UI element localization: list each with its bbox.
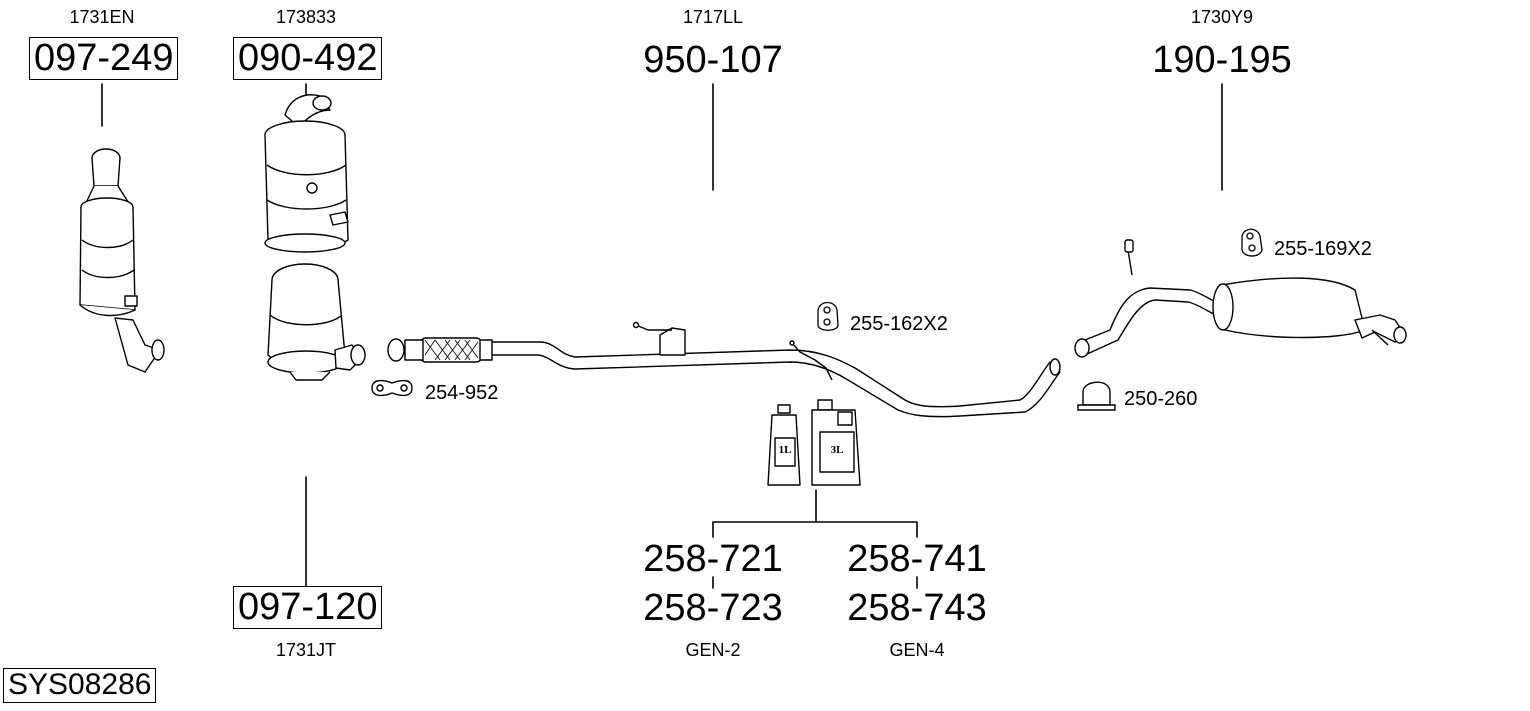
leader-fluids: [712, 489, 918, 538]
fluid-bottle-small-drawing: [767, 404, 801, 486]
oe-number-rear: 1730Y9: [1190, 7, 1254, 27]
fluid-bottle-large-drawing: [811, 399, 861, 486]
rear-silencer-drawing: [1074, 239, 1407, 358]
gasket-254-952-drawing: [371, 379, 413, 397]
clamp-250-260-drawing: [1077, 381, 1116, 411]
middle-pipe-drawing: [387, 321, 1061, 418]
accessory-hanger-rear[interactable]: 255-169X2: [1274, 238, 1372, 260]
part-number-cat2[interactable]: 090-492: [233, 37, 383, 80]
bottle-small-label: 1L: [778, 444, 792, 456]
fluid-number-gen2-b[interactable]: 258-723: [643, 587, 783, 629]
hanger-255-169-drawing: [1241, 228, 1263, 257]
part-number-mid[interactable]: 950-107: [643, 39, 783, 81]
particulate-filter-drawing: [267, 263, 366, 381]
accessory-gasket[interactable]: 254-952: [425, 382, 499, 404]
catalytic-converter-2-drawing: [264, 94, 349, 253]
fluid-gen2-label: GEN-2: [685, 640, 741, 660]
accessory-clamp[interactable]: 250-260: [1124, 388, 1198, 410]
fluid-number-gen4-a[interactable]: 258-741: [847, 538, 987, 580]
fluid-number-gen2-a[interactable]: 258-721: [643, 538, 783, 580]
oe-number-mid: 1717LL: [682, 7, 744, 27]
fluid-gen4-label: GEN-4: [889, 640, 945, 660]
part-number-cat1[interactable]: 097-249: [29, 37, 179, 80]
accessory-hanger-mid[interactable]: 255-162X2: [850, 313, 948, 335]
system-code: SYS08286: [3, 668, 157, 703]
oe-number-dpf: 1731JT: [275, 640, 337, 660]
part-number-dpf[interactable]: 097-120: [233, 586, 383, 629]
oe-number-cat1: 1731EN: [69, 7, 135, 27]
hanger-255-162-drawing: [817, 301, 839, 331]
part-number-rear[interactable]: 190-195: [1152, 39, 1292, 81]
bottle-large-label: 3L: [830, 444, 844, 456]
oe-number-cat2: 173833: [275, 7, 337, 27]
catalytic-converter-1-drawing: [79, 148, 165, 373]
fluid-number-gen4-b[interactable]: 258-743: [847, 587, 987, 629]
